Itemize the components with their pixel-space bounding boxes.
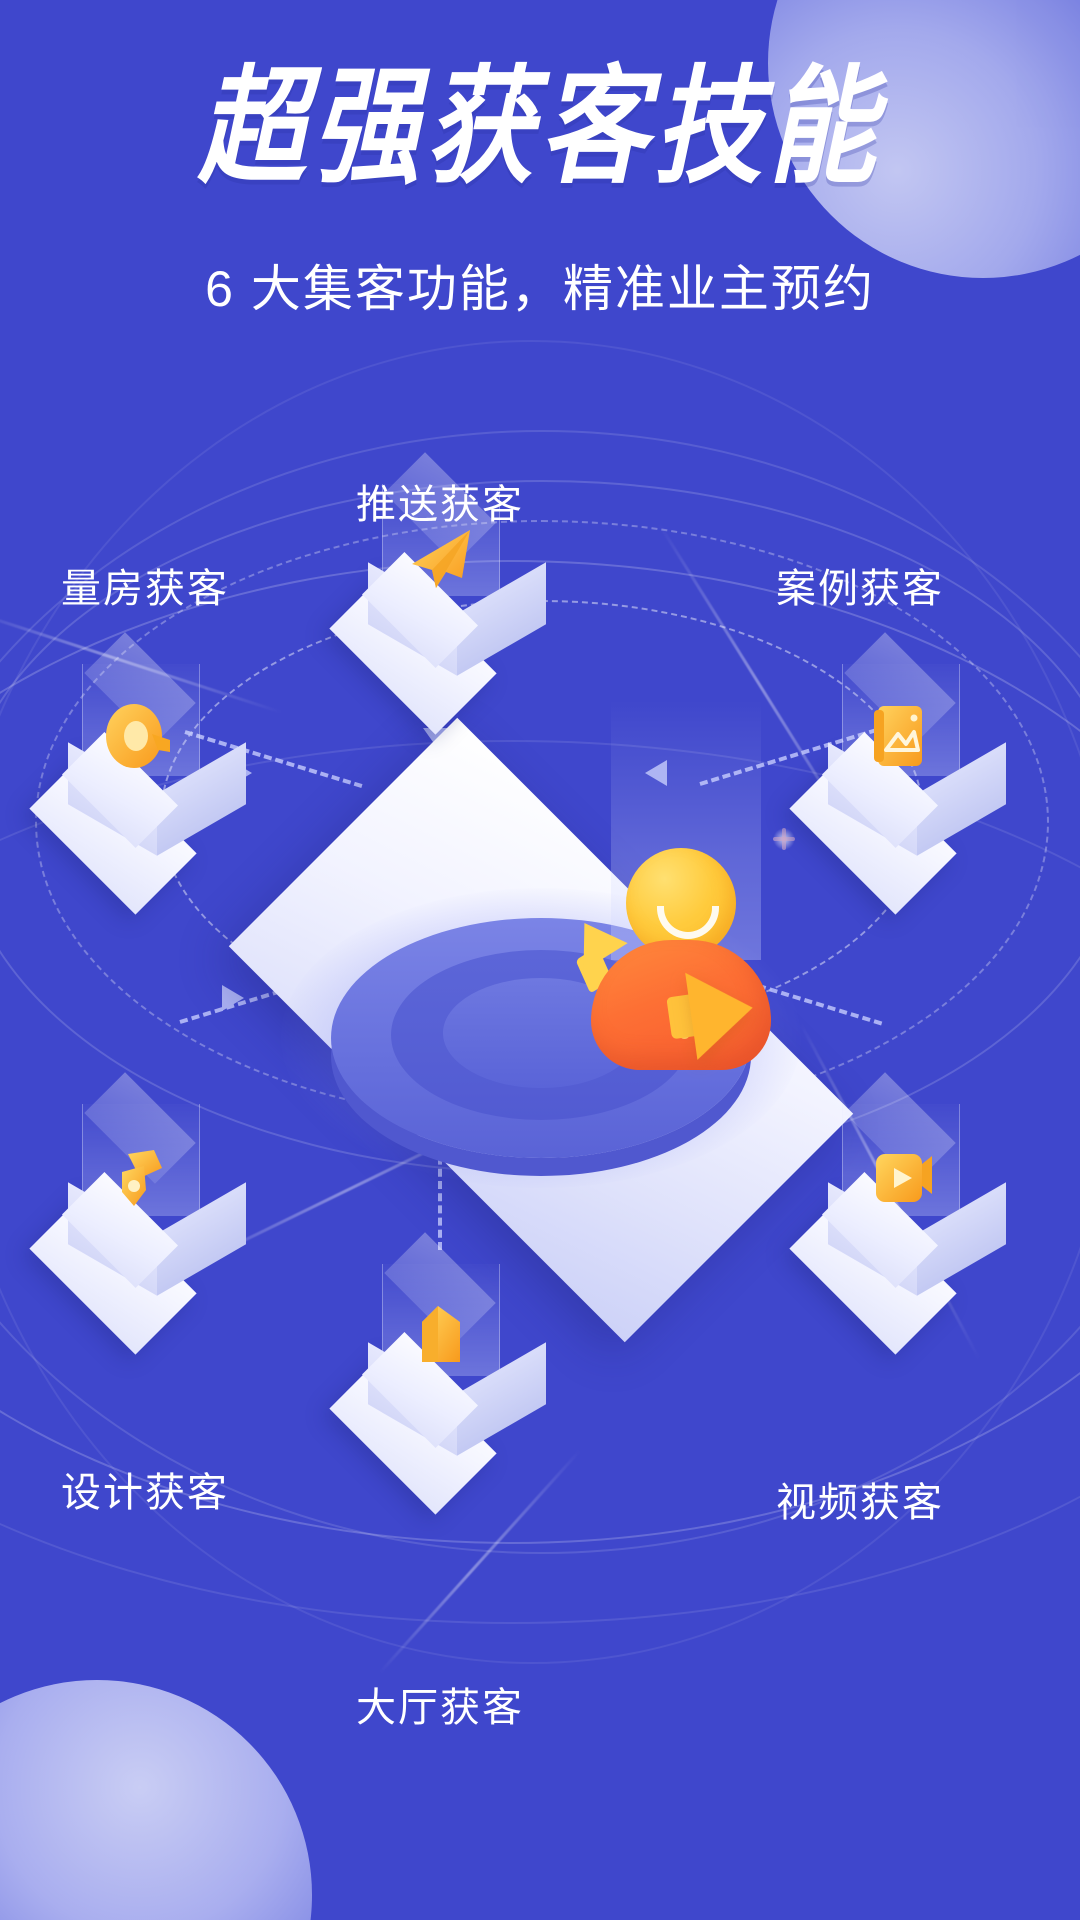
center-platform <box>146 700 936 1343</box>
center-character <box>551 700 821 1080</box>
node-design[interactable] <box>20 1072 260 1355</box>
connector-hall <box>438 1120 442 1250</box>
measuring-tape-icon <box>92 688 188 784</box>
character-head <box>626 848 736 958</box>
page-subtitle: 6 大集客功能，精准业主预约 <box>205 260 875 317</box>
node-measure-label: 量房获客 <box>61 567 229 611</box>
node-push[interactable] <box>320 452 560 735</box>
connector-design-arrow <box>222 985 244 1011</box>
isometric-diagram: 推送获客 量房获客 <box>0 330 1080 1830</box>
house-tag-icon <box>392 1288 488 1384</box>
poster-header: 超强获客技能 6 大集客功能，精准业主预约 <box>0 54 1080 321</box>
node-design-label: 设计获客 <box>61 1471 229 1515</box>
node-hall-label: 大厅获客 <box>356 1686 524 1730</box>
big-arrow-icon <box>685 964 759 1060</box>
node-video[interactable] <box>780 1072 1020 1355</box>
node-case[interactable] <box>780 632 1020 915</box>
node-video-label: 视频获客 <box>776 1481 944 1525</box>
decor-circle-top-right-cut <box>1063 0 1080 58</box>
video-play-icon <box>852 1128 948 1224</box>
node-hall[interactable] <box>320 1232 560 1515</box>
node-measure[interactable] <box>20 632 260 915</box>
sparkle-icon <box>773 828 795 850</box>
photo-image-icon <box>852 688 948 784</box>
connector-case-arrow <box>645 760 667 786</box>
page-title: 超强获客技能 <box>197 54 882 202</box>
pen-nib-icon <box>92 1128 188 1224</box>
node-case-label: 案例获客 <box>776 567 944 611</box>
decor-arc-4 <box>0 340 1080 1664</box>
paper-plane-icon <box>392 508 488 604</box>
node-push-label: 推送获客 <box>356 483 524 527</box>
